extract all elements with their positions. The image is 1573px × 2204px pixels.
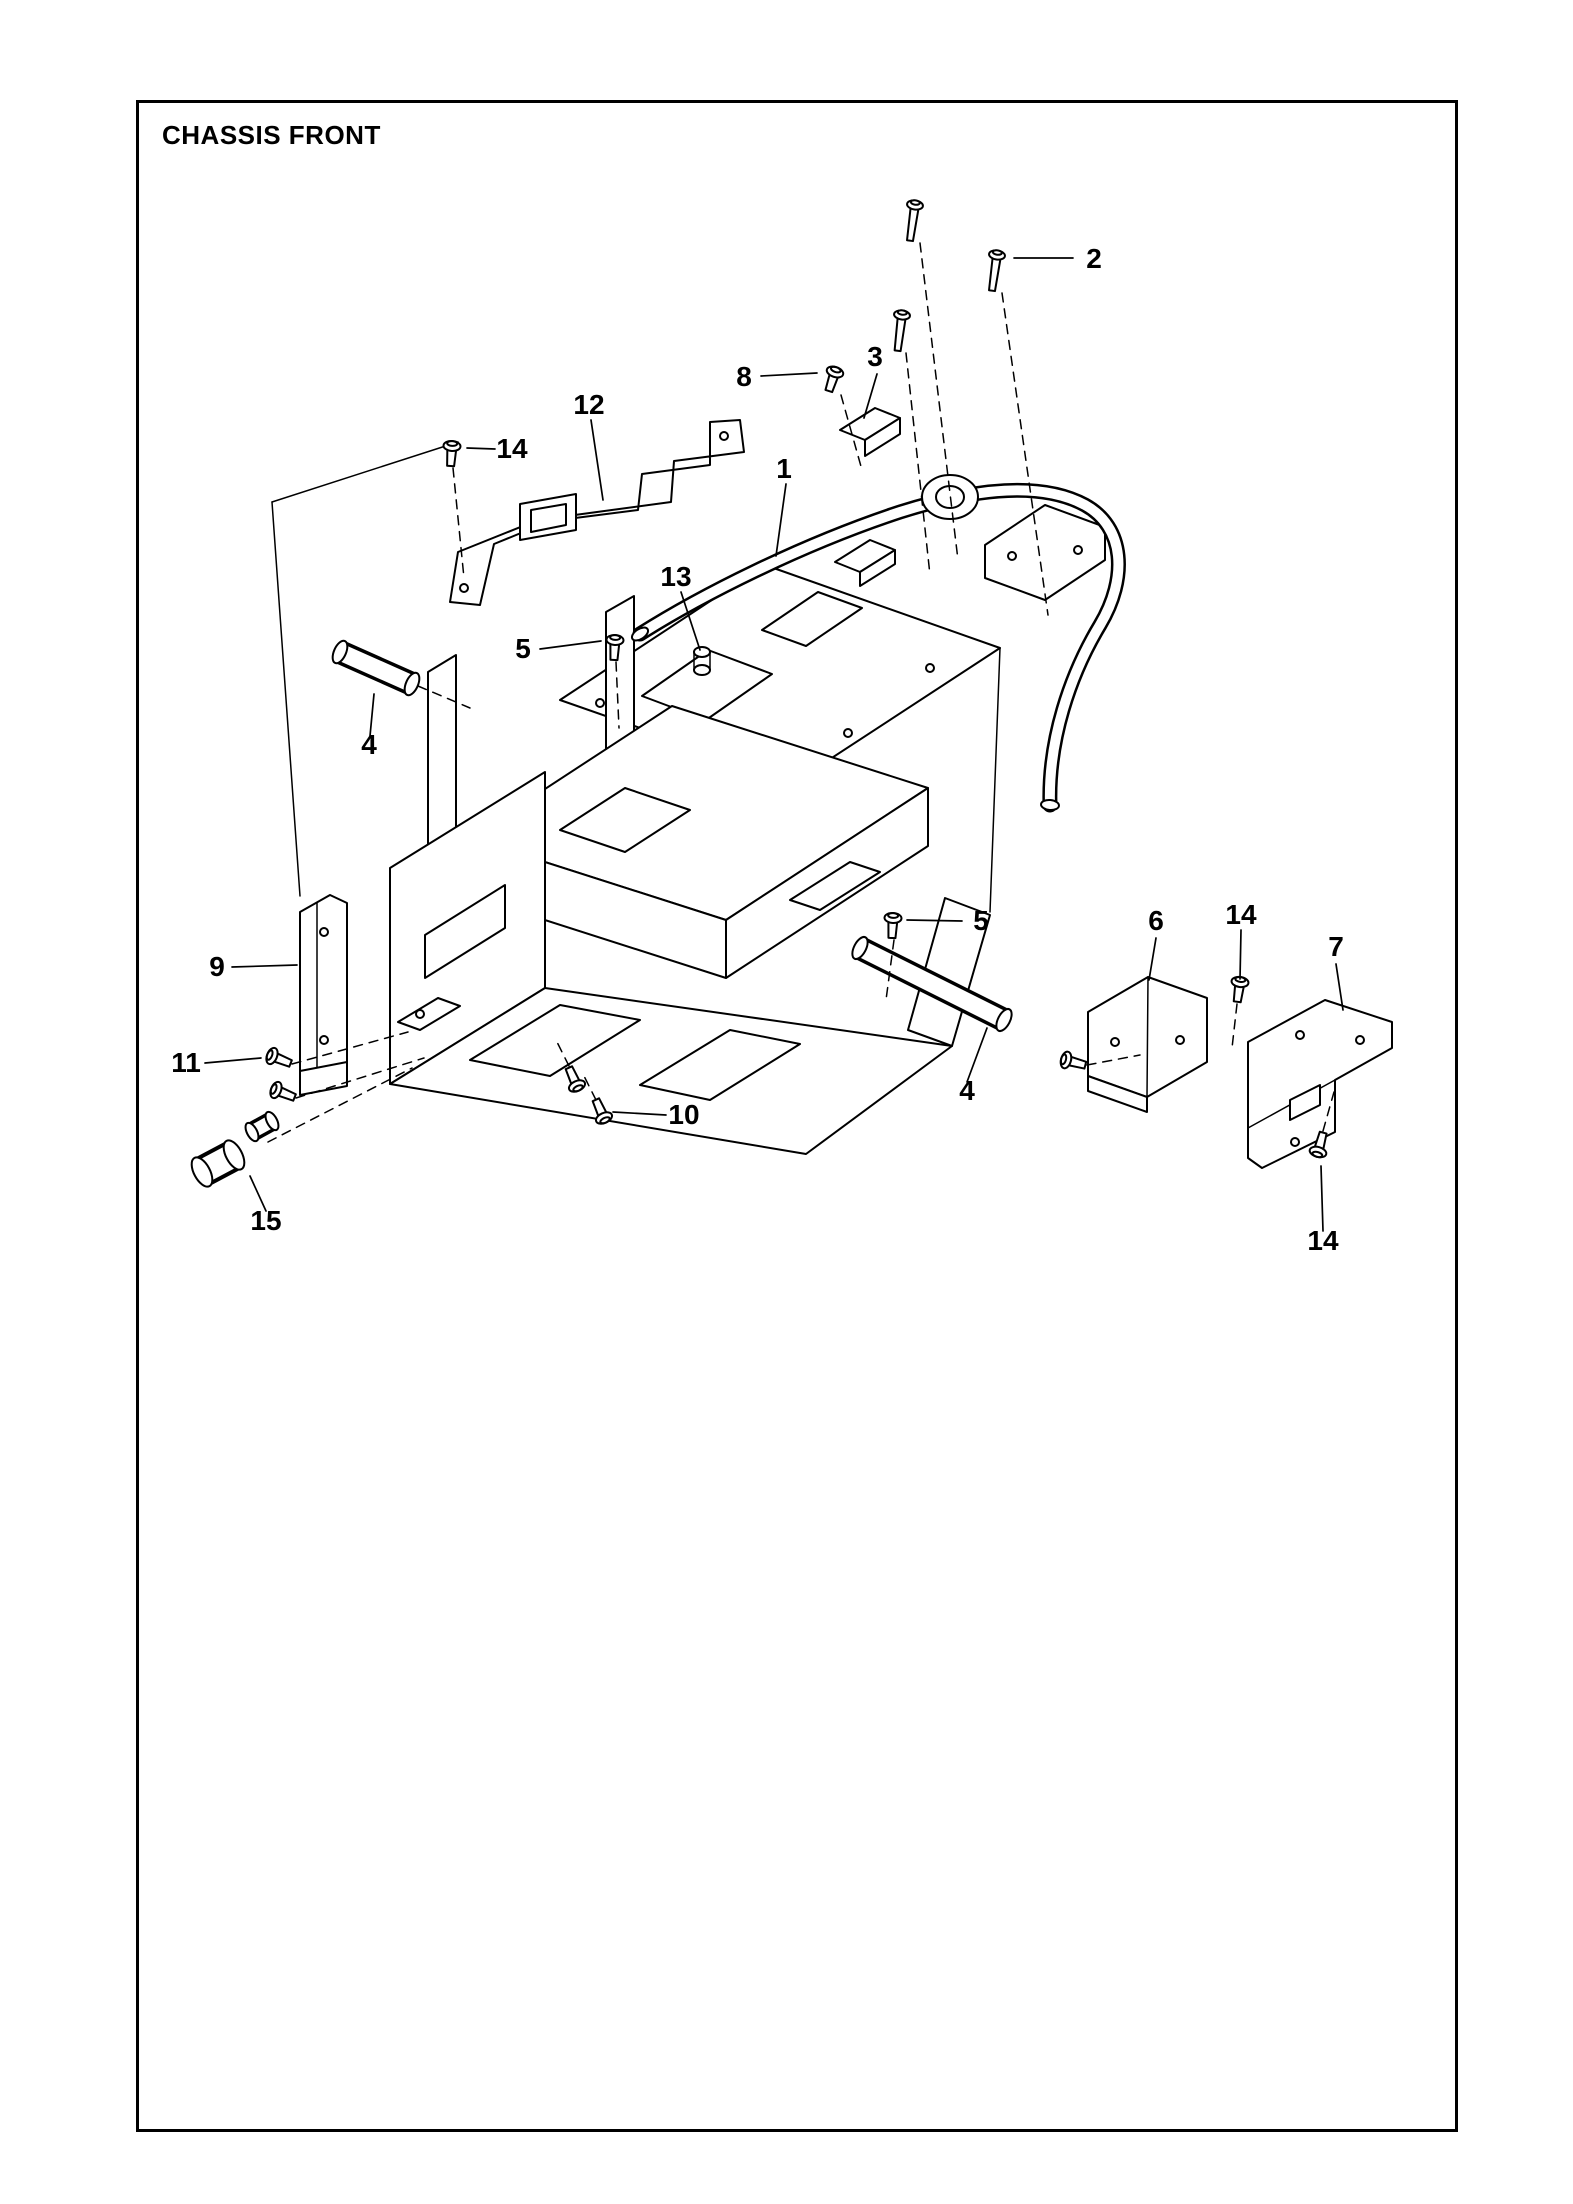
callout-10: 10: [668, 1099, 699, 1130]
callout-4-upper: 4: [361, 729, 377, 760]
callout-11: 11: [171, 1047, 201, 1078]
screw-14-right-upper-icon: [1227, 974, 1251, 1004]
screw-14-left-icon: [441, 439, 462, 468]
callout-14-bottom: 14: [1307, 1225, 1339, 1256]
part-4-pin-lower: [851, 935, 1013, 1033]
callout-12: 12: [573, 389, 604, 420]
callout-8: 8: [736, 361, 752, 392]
part-1-tube: [630, 482, 1126, 813]
part-7-bracket: [1247, 999, 1393, 1169]
callout-13: 13: [660, 561, 691, 592]
part-12-bracket: [449, 419, 745, 606]
callout-4-lower: 4: [959, 1075, 975, 1106]
part-6-bracket: [1087, 976, 1208, 1113]
assembly-axis-lines: [267, 242, 1335, 1143]
part-frame-chassis: [389, 407, 1001, 1155]
part-9-bracket: [299, 894, 348, 1096]
right-mount-plate: [984, 504, 1106, 601]
callout-14-mid: 14: [1225, 899, 1257, 930]
callout-3: 3: [867, 341, 883, 372]
callout-1: 1: [776, 453, 792, 484]
callout-labels: 2 8 3 12 14 1 13 5 4 5 6 14 7 9 11 4 10 …: [171, 243, 1344, 1256]
bolt-5-right-icon: [882, 911, 903, 940]
part-4-pin-upper: [331, 639, 421, 697]
page-title: CHASSIS FRONT: [162, 120, 381, 150]
callout-15: 15: [250, 1205, 281, 1236]
part-13-bushing: [693, 646, 711, 676]
part-15-bushings: [190, 1110, 280, 1188]
bolt-2-icon: [983, 248, 1007, 293]
callout-leaders: [204, 257, 1344, 1232]
screw-6-mount-icon: [1057, 1049, 1089, 1075]
screw-8-icon: [819, 363, 846, 395]
callout-2: 2: [1086, 243, 1102, 274]
bolt-top-icon: [901, 198, 925, 243]
bolt-mid-icon: [888, 308, 912, 353]
callout-5-left: 5: [515, 633, 531, 664]
projection-lines: [271, 441, 459, 897]
callout-5-right: 5: [973, 905, 989, 936]
callout-6: 6: [1148, 905, 1164, 936]
screw-11-a-icon: [263, 1045, 295, 1073]
callout-14-left: 14: [496, 433, 528, 464]
callout-7: 7: [1328, 931, 1344, 962]
part-3-bracket: [839, 407, 901, 457]
callout-9: 9: [209, 951, 225, 982]
screw-11-b-icon: [267, 1079, 299, 1107]
